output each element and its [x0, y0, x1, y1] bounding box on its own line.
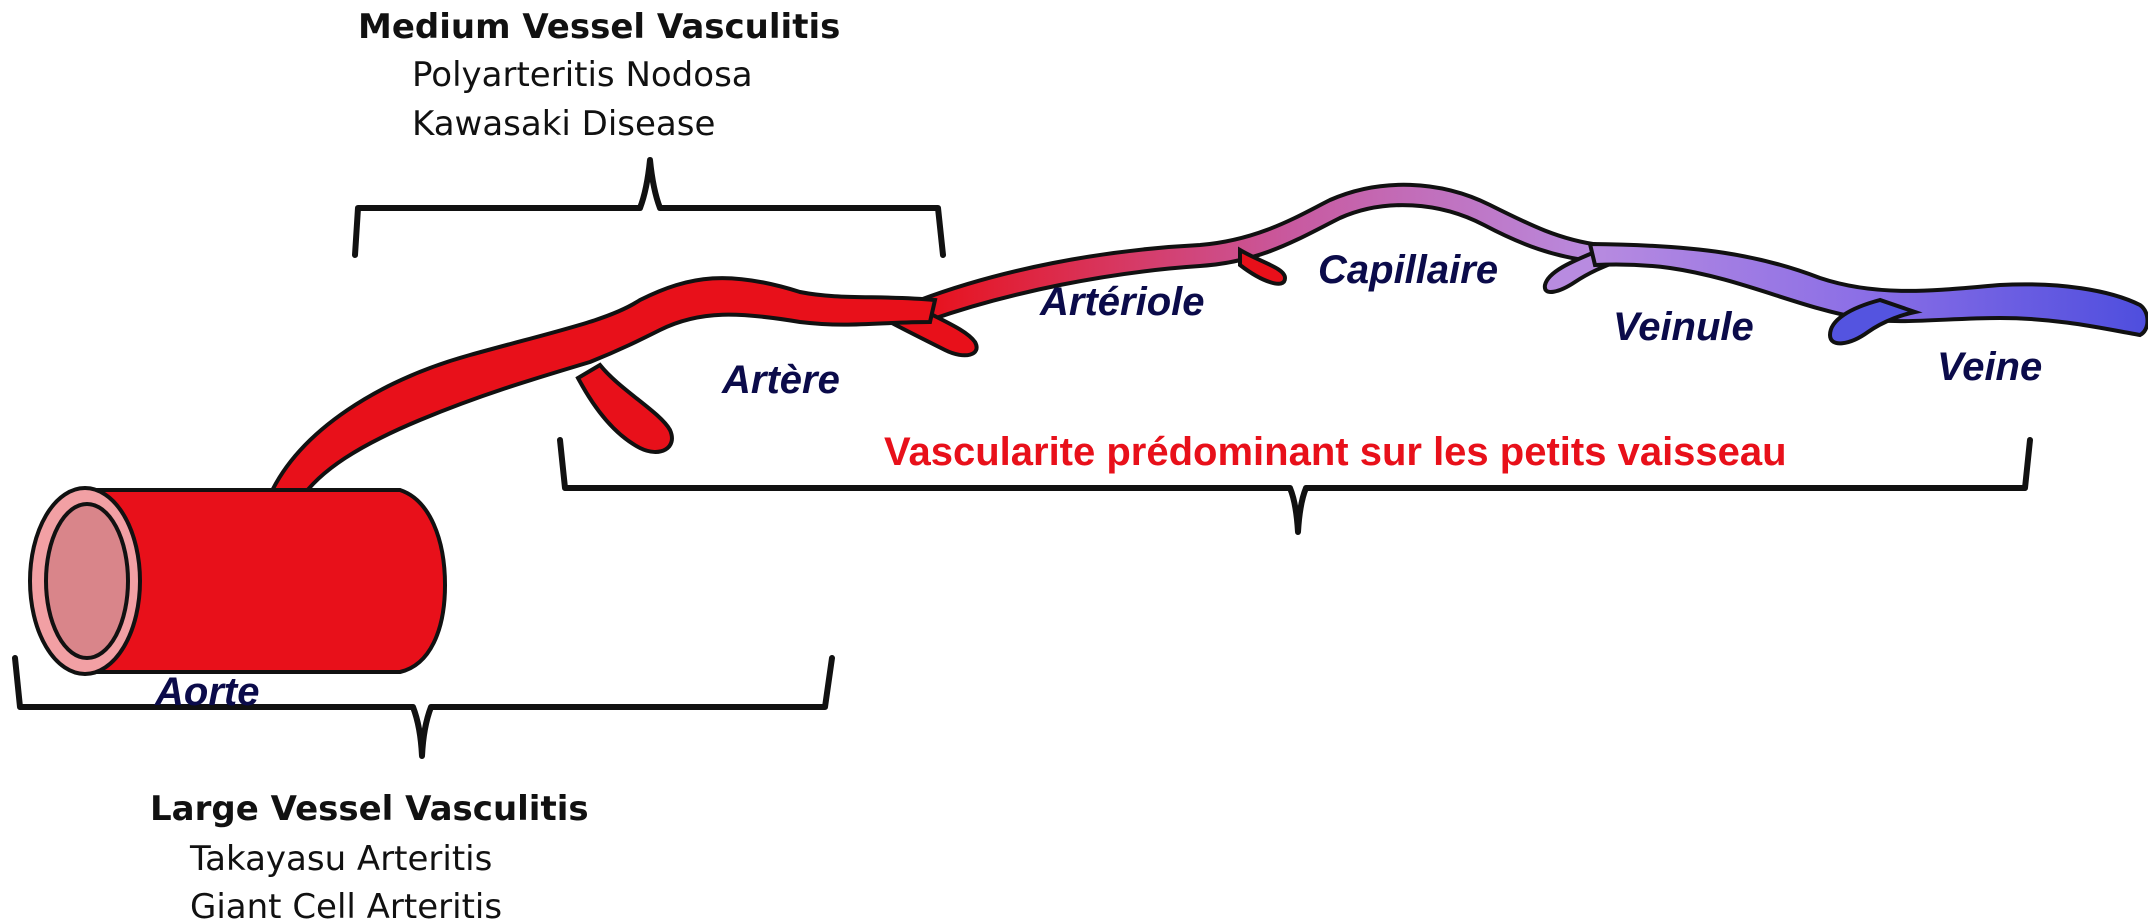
aorta-lumen	[46, 504, 128, 658]
veinule-label: Veinule	[1613, 305, 1754, 349]
large-vessel-item-2: Giant Cell Arteritis	[190, 887, 502, 924]
artery-branch	[578, 365, 672, 452]
medium-vessel-item-2: Kawasaki Disease	[412, 104, 715, 144]
aorte-label: Aorte	[154, 670, 259, 714]
medium-vessel-brace	[355, 160, 943, 255]
medium-vessel-item-1: Polyarteritis Nodosa	[412, 55, 753, 95]
arteriole-label: Artériole	[1039, 280, 1205, 324]
veine-label: Veine	[1937, 345, 2042, 389]
large-vessel-item-1: Takayasu Arteritis	[189, 839, 492, 879]
small-vessel-label: Vascularite prédominant sur les petits v…	[884, 430, 1787, 474]
large-vessel-title: Large Vessel Vasculitis	[150, 789, 589, 829]
capillaire-label: Capillaire	[1318, 248, 1498, 292]
artere-label: Artère	[721, 358, 840, 402]
medium-vessel-title: Medium Vessel Vasculitis	[358, 7, 840, 47]
